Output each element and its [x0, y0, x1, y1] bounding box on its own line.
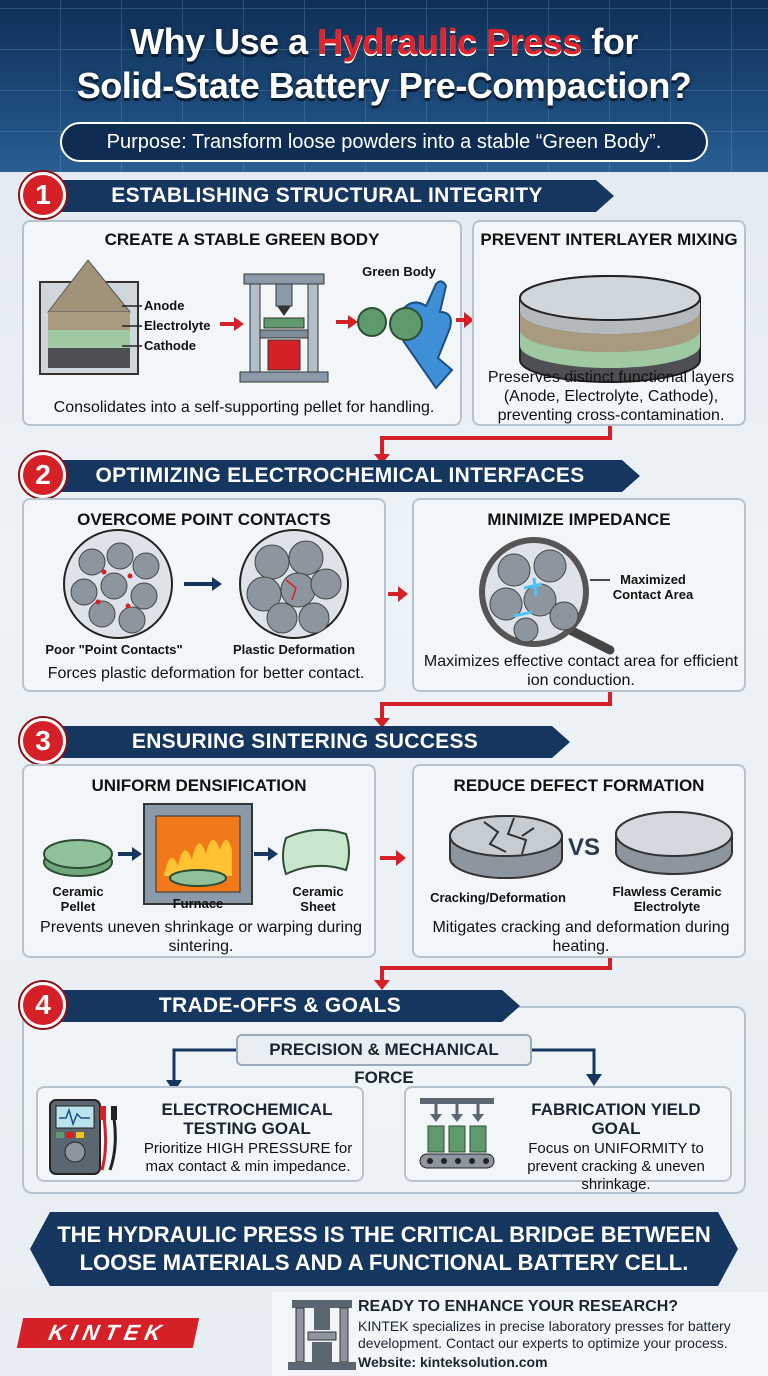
section-3-badge: 3 [20, 718, 66, 764]
card-fabrication-yield-goal: FABRICATION YIELD GOAL Focus on UNIFORMI… [404, 1086, 732, 1193]
label-poor-point-contacts: Poor "Point Contacts" [45, 642, 183, 657]
green-body-illustration [39, 259, 454, 390]
card-title: FABRICATION YIELD GOAL [531, 1100, 701, 1138]
arrow-icon [184, 577, 222, 591]
powder-container-icon [39, 259, 142, 375]
kintek-logo: KINTEK [16, 1318, 200, 1348]
hydraulic-press-icon [239, 273, 329, 383]
section-2-badge: 2 [20, 452, 66, 498]
card-caption: Mitigates cracking and deformation durin… [432, 919, 730, 955]
production-line-icon [419, 1098, 495, 1169]
section-1-badge: 1 [20, 172, 66, 218]
card-title: REDUCE DEFECT FORMATION [453, 776, 705, 795]
page-title: Why Use a Hydraulic Press for Solid-Stat… [0, 20, 768, 108]
card-caption: Maximizes effective contact area for eff… [423, 653, 739, 689]
green-body-pellet-icon [336, 280, 454, 390]
arrow-icon [380, 850, 406, 866]
header: Why Use a Hydraulic Press for Solid-Stat… [0, 0, 768, 172]
defect-illustration [449, 811, 733, 879]
card-title: ELECTROCHEMICAL TESTING GOAL [161, 1100, 333, 1138]
arrow-icon [220, 317, 244, 331]
label-cracking-deformation: Cracking/Deformation [430, 890, 566, 905]
card-electrochemical-testing-goal: ELECTROCHEMICAL TESTING GOAL Prioritize … [36, 1086, 364, 1182]
section-2-title: OPTIMIZING ELECTROCHEMICAL INTERFACES [40, 460, 640, 492]
arrow-icon [254, 847, 278, 861]
label-furnace: Furnace [172, 896, 224, 911]
furnace-icon [143, 803, 253, 905]
purpose-pill: Purpose: Transform loose powders into a … [60, 122, 708, 162]
label-green-body: Green Body [362, 264, 436, 279]
cracked-disc-icon [449, 815, 563, 879]
densification-illustration [43, 803, 350, 905]
label-maximized-contact-area: Maximized Contact Area [612, 572, 694, 602]
ceramic-sheet-icon [282, 828, 350, 876]
label-ceramic-sheet: Ceramic Sheet [292, 884, 344, 914]
card-caption: Consolidates into a self-supporting pell… [53, 399, 435, 416]
card-caption: Preserves distinct functional layers (An… [487, 369, 735, 424]
label-flawless-ceramic: Flawless Ceramic Electrolyte [612, 884, 722, 914]
card-reduce-defect-formation: REDUCE DEFECT FORMATION VS Cracking/Defo… [412, 764, 746, 958]
connector-arrow-icon [374, 426, 612, 464]
connector-arrow-icon [374, 958, 612, 990]
card-caption: Prevents uneven shrinkage or warping dur… [40, 919, 362, 955]
flawless-disc-icon [615, 811, 733, 875]
cta-heading: READY TO ENHANCE YOUR RESEARCH? [358, 1298, 679, 1315]
card-minimize-impedance: MINIMIZE IMPEDANCE Maximized Contact Are… [412, 498, 746, 692]
arrow-icon [388, 586, 408, 602]
conclusion-banner: THE HYDRAULIC PRESS IS THE CRITICAL BRID… [30, 1212, 738, 1286]
layered-disc-icon [519, 275, 701, 383]
label-electrolyte: Electrolyte [144, 318, 211, 333]
title-highlight: Hydraulic Press [317, 21, 582, 62]
precision-force-pill: PRECISION & MECHANICAL FORCE [236, 1034, 532, 1087]
label-ceramic-pellet: Ceramic Pellet [52, 884, 104, 914]
conveyor-illustration [419, 1098, 495, 1169]
card-title: OVERCOME POINT CONTACTS [77, 510, 331, 529]
branch-arrows-icon [166, 1048, 602, 1092]
card-title: MINIMIZE IMPEDANCE [487, 510, 671, 529]
cta-body: KINTEK specializes in precise laboratory… [358, 1318, 731, 1351]
label-cathode: Cathode [144, 338, 196, 353]
loose-particles-icon [63, 529, 173, 639]
card-caption: Prioritize HIGH PRESSURE for max contact… [143, 1140, 353, 1175]
title-part2: for [581, 21, 638, 62]
layered-disc-illustration [519, 275, 701, 383]
card-prevent-interlayer-mixing: PREVENT INTERLAYER MIXING Preserves dist… [472, 220, 746, 426]
cta-website-link[interactable]: Website: kinteksolution.com [358, 1354, 548, 1370]
magnifying-glass-icon [479, 537, 615, 655]
section-3-title: ENSURING SINTERING SUCCESS [40, 726, 570, 758]
label-plastic-deformation: Plastic Deformation [232, 642, 356, 657]
label-anode: Anode [144, 298, 185, 313]
card-uniform-densification: UNIFORM DENSIFICATION Ceramic Pellet Fur… [22, 764, 376, 958]
point-contact-illustration [63, 529, 349, 639]
connector-arrow-icon [374, 692, 612, 728]
deformed-particles-icon [239, 529, 349, 639]
card-title: UNIFORM DENSIFICATION [91, 776, 307, 795]
card-overcome-point-contacts: OVERCOME POINT CONTACTS Poor "Point Cont… [22, 498, 386, 692]
section-4-title: TRADE-OFFS & GOALS [40, 990, 520, 1022]
card-title: CREATE A STABLE GREEN BODY [104, 230, 380, 249]
section-4-badge: 4 [20, 982, 66, 1028]
multimeter-illustration [49, 1099, 117, 1175]
title-part1: Why Use a [130, 21, 318, 62]
arrow-icon [118, 847, 142, 861]
ceramic-pellet-icon [43, 839, 113, 877]
arrow-icon [456, 312, 474, 328]
vs-label: VS [567, 834, 600, 861]
card-caption: Forces plastic deformation for better co… [47, 665, 365, 682]
impedance-illustration [479, 537, 615, 655]
cta-panel: READY TO ENHANCE YOUR RESEARCH? KINTEK s… [272, 1292, 768, 1376]
card-create-green-body: CREATE A STABLE GREEN BODY [22, 220, 462, 426]
card-caption: Focus on UNIFORMITY to prevent cracking … [527, 1140, 705, 1193]
press-icon [288, 1300, 356, 1370]
card-title: PREVENT INTERLAYER MIXING [480, 230, 738, 249]
multimeter-icon [49, 1099, 117, 1175]
title-line2: Solid-State Battery Pre-Compaction? [76, 65, 692, 106]
section-1-title: ESTABLISHING STRUCTURAL INTEGRITY [40, 180, 614, 212]
